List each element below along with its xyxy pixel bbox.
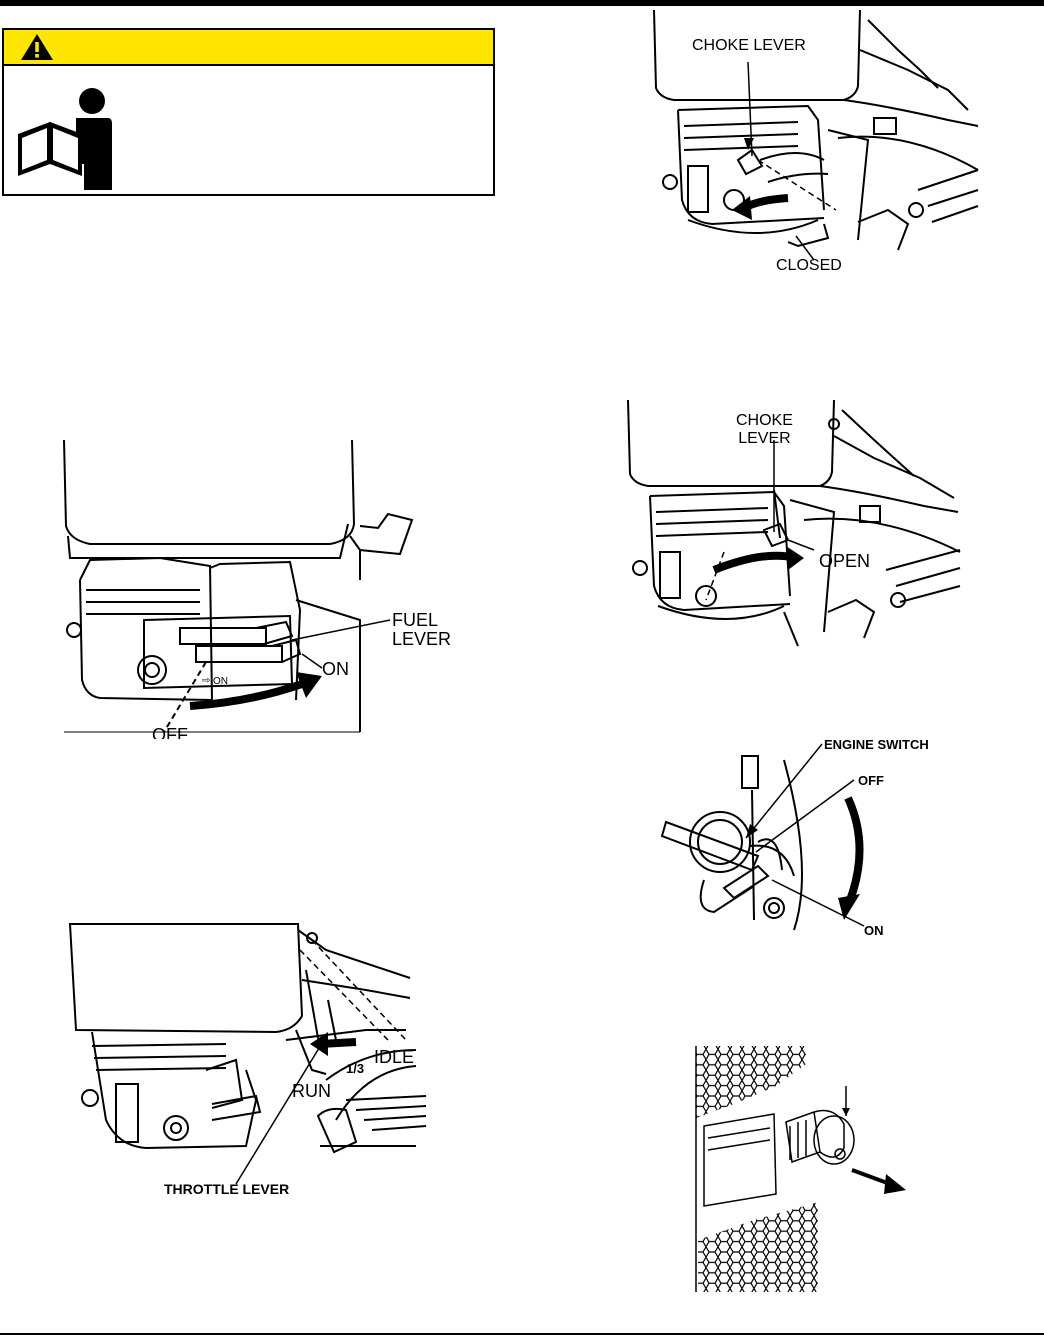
throttle-third-label: 1/3 <box>346 1061 365 1076</box>
fuel-lever-figure: NO ⇦ FUEL LEVER ON OFF <box>60 440 470 740</box>
choke-closed-lever-label: CHOKE LEVER <box>692 37 806 54</box>
read-manual-icon <box>18 88 112 190</box>
choke-closed-illustration <box>653 10 979 261</box>
choke-closed-state-label: CLOSED <box>776 257 842 274</box>
fuel-on-label: ON <box>322 659 349 679</box>
engine-switch-illustration <box>660 743 865 931</box>
choke-open-lever-label: CHOKE LEVER <box>736 412 793 447</box>
throttle-illustration <box>68 923 427 1185</box>
fuel-valve-illustration: NO ⇦ <box>63 440 414 733</box>
warning-header <box>4 30 493 66</box>
engine-switch-off-label: OFF <box>858 773 884 788</box>
engine-switch-figure: ENGINE SWITCH OFF ON <box>654 730 954 940</box>
throttle-run-label: RUN <box>292 1081 331 1101</box>
choke-open-state-label: OPEN <box>819 551 871 571</box>
top-rule <box>0 0 1044 6</box>
throttle-lever-label: THROTTLE LEVER <box>164 1181 290 1197</box>
choke-open-figure: CHOKE LEVER OPEN <box>624 400 970 650</box>
warning-triangle-icon <box>21 34 53 60</box>
engine-switch-label: ENGINE SWITCH <box>824 737 929 752</box>
choke-open-illustration <box>627 400 961 647</box>
breaker-knob-figure <box>694 1044 914 1294</box>
fuel-lever-label: FUEL LEVER <box>392 610 452 649</box>
bottom-rule <box>0 1333 1044 1335</box>
throttle-lever-figure: IDLE 1/3 RUN THROTTLE LEVER <box>66 920 436 1200</box>
warning-box <box>2 28 495 196</box>
engine-switch-on-label: ON <box>864 923 884 938</box>
throttle-idle-label: IDLE <box>374 1047 415 1067</box>
svg-text:NO ⇦: NO ⇦ <box>202 674 228 685</box>
fuel-off-label: OFF <box>152 726 188 739</box>
breaker-knob-illustration <box>695 1046 906 1292</box>
choke-closed-figure: CHOKE LEVER CLOSED <box>648 10 988 274</box>
